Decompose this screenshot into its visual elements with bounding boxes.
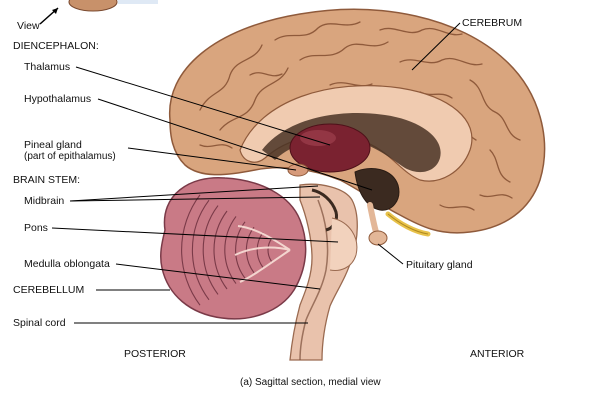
pineal-gland-sublabel: (part of epithalamus) — [24, 151, 116, 162]
cerebellum-group — [160, 176, 307, 320]
leader-pituitary — [377, 243, 404, 265]
leader-medulla — [115, 263, 321, 290]
thumbnail-highlight — [118, 0, 158, 4]
figure-caption: (a) Sagittal section, medial view — [240, 377, 381, 388]
view-arrow-head — [52, 8, 58, 14]
pineal-gland-label: Pineal gland — [24, 139, 82, 151]
pituitary-gland-shape — [368, 230, 388, 246]
gyrus-line — [219, 67, 289, 131]
gyrus-line — [399, 57, 483, 66]
cerebellum-shape — [160, 176, 307, 320]
gyrus-line — [469, 79, 521, 141]
diencephalon-heading: DIENCEPHALON: — [13, 40, 99, 52]
gyrus-line — [199, 44, 263, 111]
leader-midbrain-b — [69, 196, 321, 202]
folium-arc — [202, 205, 219, 295]
ventricle-region — [262, 113, 441, 173]
leader-pons — [51, 227, 339, 243]
gyrus-line — [379, 27, 463, 36]
gyrus-line — [249, 72, 283, 77]
spinal-cord-label: Spinal cord — [13, 317, 66, 329]
pituitary-stalk — [367, 202, 379, 235]
cerebrum-heading: CEREBRUM — [462, 17, 523, 29]
gyrus-line — [274, 21, 361, 41]
gyrus-line — [489, 149, 511, 183]
cerebellum-heading: CEREBELLUM — [13, 284, 85, 296]
pituitary-gland-label: Pituitary gland — [406, 259, 473, 271]
folium-arc — [181, 194, 201, 306]
pons-bulge — [329, 217, 358, 271]
folium-arc — [191, 199, 210, 301]
pons-label: Pons — [24, 222, 48, 234]
cerebellum-folia — [181, 194, 273, 306]
leader-midbrain-a — [69, 185, 319, 202]
gyrus-line — [479, 194, 513, 199]
orientation-thumbnail — [68, 0, 118, 12]
gyrus-line — [299, 41, 389, 61]
posterior-label: POSTERIOR — [124, 348, 186, 360]
gyrus-line — [199, 144, 233, 149]
gyrus-line — [439, 204, 475, 211]
anterior-label: ANTERIOR — [470, 348, 525, 360]
folium-arc — [267, 237, 273, 263]
leader-thalamus — [75, 66, 331, 146]
folium-arc — [256, 232, 264, 268]
leader-lines — [51, 22, 461, 324]
view-label: View — [17, 20, 40, 32]
brain-stem-heading: BRAIN STEM: — [13, 174, 81, 186]
thalamus-label: Thalamus — [24, 61, 71, 73]
hypothalamus-shape — [354, 168, 400, 211]
medulla-label: Medulla oblongata — [24, 258, 110, 270]
thalamus-highlight — [300, 130, 336, 146]
midbrain-label: Midbrain — [24, 195, 65, 207]
leader-pineal — [127, 147, 297, 171]
folium-arc — [224, 216, 237, 284]
gyri-texture — [199, 21, 521, 211]
leader-cerebrum — [411, 22, 461, 71]
hypothalamus-label: Hypothalamus — [24, 93, 92, 105]
folium-arc — [213, 210, 228, 290]
leader-hypothalamus — [97, 98, 373, 191]
brainstem-dark-channel — [299, 199, 329, 361]
